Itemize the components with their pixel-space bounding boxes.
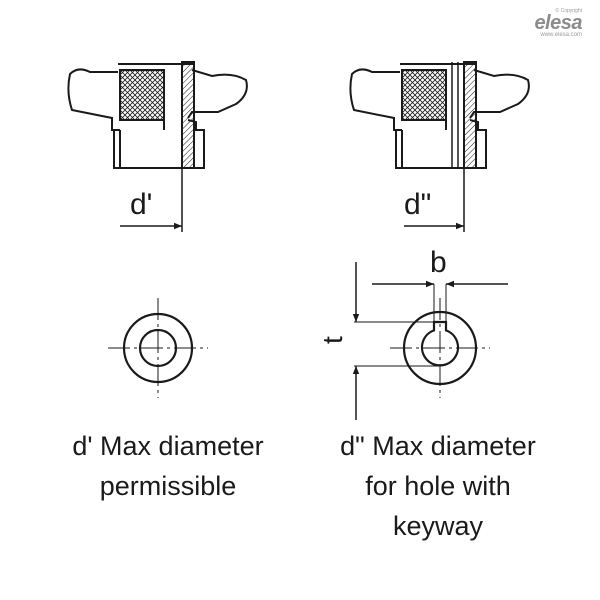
logo-copyright: © Copyright xyxy=(555,8,582,14)
caption-right-line-2: for hole with xyxy=(365,471,511,501)
label-b: b xyxy=(430,246,447,279)
right-handwheel-outline xyxy=(349,68,530,128)
left-handwheel-section xyxy=(67,61,248,232)
right-shaft xyxy=(395,119,487,169)
label-d-double: d" xyxy=(404,188,431,221)
right-hub-shoulder xyxy=(393,120,447,131)
dim-b xyxy=(372,280,508,322)
left-handwheel-outline xyxy=(67,68,248,128)
right-bore-hatch xyxy=(463,61,477,169)
elesa-logo: © Copyright elesa www.elesa.com xyxy=(534,8,582,39)
caption-right-line-3: keyway xyxy=(392,511,484,541)
left-hole-view xyxy=(108,298,208,398)
label-d-single: d' xyxy=(130,188,152,221)
logo-brand: elesa xyxy=(534,12,582,34)
right-handwheel-section xyxy=(349,61,530,232)
caption-left-line-2: permissible xyxy=(99,471,237,501)
caption-left: d' Max diameter permissible xyxy=(48,426,288,506)
left-shaft xyxy=(113,119,205,169)
right-hole-keyway xyxy=(420,320,460,367)
left-bore-hatch xyxy=(181,61,195,169)
dim-t xyxy=(352,262,446,420)
caption-left-line-1: d' Max diameter xyxy=(72,431,264,461)
right-knurl xyxy=(401,69,447,121)
caption-right-line-1: d" Max diameter xyxy=(340,431,536,461)
label-t: t xyxy=(317,336,348,344)
logo-url: www.elesa.com xyxy=(540,32,582,38)
caption-right: d" Max diameter for hole with keyway xyxy=(318,426,558,546)
left-hub-shoulder xyxy=(111,120,165,131)
left-knurl xyxy=(119,69,165,121)
right-hole-view xyxy=(390,298,490,398)
